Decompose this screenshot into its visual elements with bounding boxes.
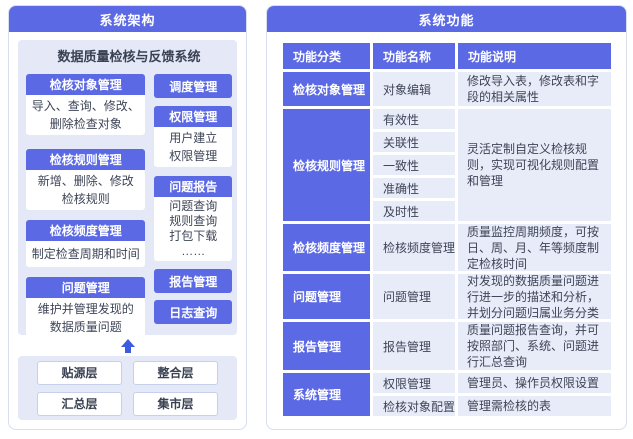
data-layers-container: 贴源层 整合层 汇总层 集市层 [18,356,237,420]
desc-object-edit: 修改导入表，修改表和字段的相关属性 [458,72,611,106]
module-check-frequency-title: 检核频度管理 [26,220,146,241]
module-issue-report-title: 问题报告 [154,176,232,197]
module-issue-mgmt-body: 维护并管理发现的 数据质量问题 [26,298,146,338]
spacer [154,167,232,176]
layer-source: 贴源层 [37,360,122,385]
desc-report-mgmt: 质量问题报告查询，并可按照部门、系统、问题进行汇总查询 [458,322,611,370]
architecture-panel-title: 系统架构 [9,6,246,32]
cat-check-rule: 检核规则管理 [283,109,370,221]
up-arrow-stem [124,347,131,353]
layer-integration: 整合层 [133,360,218,385]
name-check-frequency: 检核频度管理 [373,224,455,271]
functions-table: 功能分类 功能名称 功能说明 检核对象管理 对象编辑 修改导入表，修改表和字段的… [283,43,626,416]
report-mgmt-box: 报告管理 [154,269,232,293]
name-validity: 有效性 [373,109,455,129]
name-check-object-config: 检核对象配置 [373,396,455,416]
spacer [26,267,145,277]
name-relevance: 关联性 [373,132,455,152]
module-issue-mgmt-title: 问题管理 [26,277,146,298]
spacer [154,261,232,269]
name-report-mgmt: 报告管理 [373,322,455,370]
functions-panel-title: 系统功能 [267,6,626,32]
desc-check-object-config: 管理需检核的表 [458,396,611,416]
system-title: 数据质量检核与反馈系统 [57,49,201,64]
module-permission: 权限管理 用户建立 权限管理 [154,106,232,167]
module-issue-report: 问题报告 问题查询 规则查询 打包下载 …… [154,176,232,261]
name-issue-mgmt: 问题管理 [373,274,455,319]
module-issue-report-body: 问题查询 规则查询 打包下载 …… [154,197,232,261]
schedule-mgmt-box: 调度管理 [154,74,232,98]
cat-report-mgmt: 报告管理 [283,322,370,370]
spacer [26,210,145,220]
cat-issue-mgmt: 问题管理 [283,274,370,319]
col-header-desc: 功能说明 [458,43,611,69]
module-check-rule-title: 检核规则管理 [26,149,146,170]
desc-check-rule: 灵活定制自定义检核规则，实现可视化规则配置和管理 [458,109,611,221]
spacer [154,293,232,300]
desc-issue-mgmt: 对发现的数据质量问题进行进一步的描述和分析，并划分问题归属业务分类 [458,274,611,320]
up-arrow-head [120,339,135,347]
name-object-edit: 对象编辑 [373,72,455,106]
module-check-frequency-body: 制定检查周期和时间 [26,241,146,267]
cat-check-frequency: 检核频度管理 [283,224,370,271]
module-check-frequency: 检核频度管理 制定检查周期和时间 [26,220,146,267]
module-issue-mgmt: 问题管理 维护并管理发现的 数据质量问题 [26,277,146,338]
architecture-main-column: 检核对象管理 导入、查询、修改、 删除检查对象 检核规则管理 新增、删除、修改 … [26,74,146,338]
architecture-panel: 系统架构 数据质量检核与反馈系统 检核对象管理 导入、查询、修改、 删除检查对象… [8,5,247,430]
name-accuracy: 准确性 [373,178,455,198]
cat-system-mgmt: 系统管理 [283,373,370,416]
name-permission-mgmt: 权限管理 [373,373,455,393]
cat-check-object: 检核对象管理 [283,72,370,106]
layer-mart: 集市层 [133,391,218,416]
spacer [154,98,232,106]
module-check-object-title: 检核对象管理 [26,74,146,95]
module-check-rule: 检核规则管理 新增、删除、修改 检核规则 [26,149,146,210]
spacer [26,135,145,149]
functions-panel: 系统功能 功能分类 功能名称 功能说明 检核对象管理 对象编辑 修改导入表，修改… [266,5,627,430]
module-check-object-body: 导入、查询、修改、 删除检查对象 [26,95,146,135]
architecture-columns: 检核对象管理 导入、查询、修改、 删除检查对象 检核规则管理 新增、删除、修改 … [26,74,232,338]
log-query-box: 日志查询 [154,300,232,324]
module-check-rule-body: 新增、删除、修改 检核规则 [26,170,146,210]
up-arrow-icon [9,338,246,354]
module-permission-body: 用户建立 权限管理 [154,127,232,167]
module-permission-title: 权限管理 [154,106,232,127]
system-container: 数据质量检核与反馈系统 检核对象管理 导入、查询、修改、 删除检查对象 检核规则… [18,40,237,338]
col-header-category: 功能分类 [283,43,370,69]
layer-summary: 汇总层 [37,391,122,416]
module-check-object: 检核对象管理 导入、查询、修改、 删除检查对象 [26,74,146,135]
col-header-name: 功能名称 [373,43,455,69]
desc-check-frequency: 质量监控周期频度，可按日、周、月、年等频度制定检核时间 [458,224,611,271]
name-timeliness: 及时性 [373,201,455,221]
name-consistency: 一致性 [373,155,455,175]
desc-permission-mgmt: 管理员、操作员权限设置 [458,373,611,393]
architecture-side-column: 调度管理 权限管理 用户建立 权限管理 问题报告 问题查询 规则查询 打包下载 … [154,74,232,338]
